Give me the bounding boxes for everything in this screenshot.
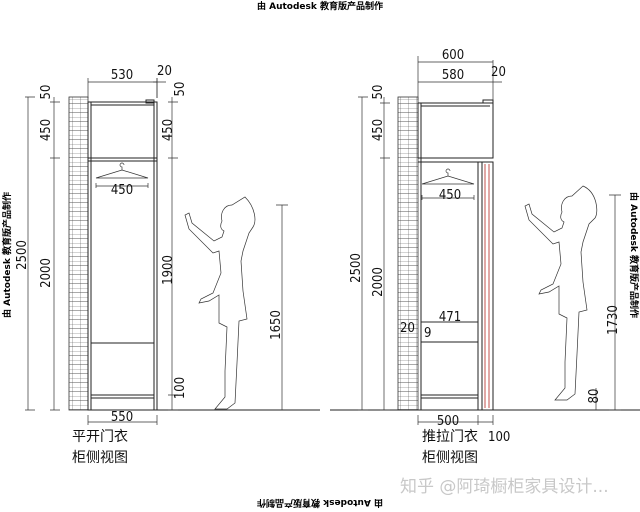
hanger-icon-right <box>421 168 475 185</box>
dim-50: 50 <box>371 85 386 100</box>
dim-2000: 2000 <box>39 258 54 288</box>
person-figure-left <box>184 196 256 410</box>
left-view-title-2: 柜侧视图 <box>72 450 128 466</box>
watermark-right: 由 Autodesk 教育版产品制作 <box>628 192 640 318</box>
dim-500: 500 <box>437 414 459 429</box>
dim-550: 550 <box>111 410 133 425</box>
dim-2500: 2500 <box>15 240 30 270</box>
dim-1900: 1900 <box>161 255 176 285</box>
dim-580: 580 <box>442 68 464 83</box>
dim-2500: 2500 <box>349 253 364 283</box>
dim-530: 530 <box>111 68 133 83</box>
dim-100: 100 <box>488 430 510 445</box>
dim-9: 9 <box>424 326 431 341</box>
dim-80: 80 <box>587 389 602 404</box>
dim-450-left: 450 <box>39 119 54 141</box>
dim-450-right: 450 <box>161 119 176 141</box>
watermark-left: 由 Autodesk 教育版产品制作 <box>1 192 13 318</box>
dim-hanger-450: 450 <box>111 183 133 198</box>
cabinet-right <box>417 99 494 411</box>
watermark-bottom: 由 Autodesk 教育版产品制作 <box>257 497 383 509</box>
hanger-icon <box>95 162 149 179</box>
dim-1730: 1730 <box>606 305 621 335</box>
dim-20-drawer: 20 <box>400 321 415 336</box>
dim-50-left: 50 <box>39 85 54 100</box>
right-view: 600 580 20 50 450 2500 2000 450 471 20 9… <box>330 48 640 466</box>
dim-hanger-450: 450 <box>439 188 461 203</box>
dim-471: 471 <box>439 310 461 325</box>
dim-1650: 1650 <box>269 310 284 340</box>
wall-right <box>397 96 419 411</box>
dim-600: 600 <box>442 48 464 63</box>
source-watermark: 知乎 @阿琦橱柜家具设计... <box>400 477 609 497</box>
left-view: 530 20 50 450 2500 2000 50 450 450 1900 … <box>15 64 320 466</box>
dim-100: 100 <box>173 377 188 399</box>
right-view-title-1: 推拉门衣 <box>422 429 478 445</box>
left-view-title-1: 平开门衣 <box>72 429 128 445</box>
dim-20-top: 20 <box>491 65 506 80</box>
dim-450: 450 <box>371 119 386 141</box>
wall-left <box>68 96 89 411</box>
dim-20: 20 <box>157 64 172 79</box>
cabinet-left <box>87 99 158 411</box>
dim-50-right: 50 <box>173 82 188 97</box>
person-figure-right <box>524 185 598 401</box>
watermark-top: 由 Autodesk 教育版产品制作 <box>257 0 383 12</box>
dim-2000: 2000 <box>371 267 386 297</box>
right-view-title-2: 柜侧视图 <box>422 450 478 466</box>
